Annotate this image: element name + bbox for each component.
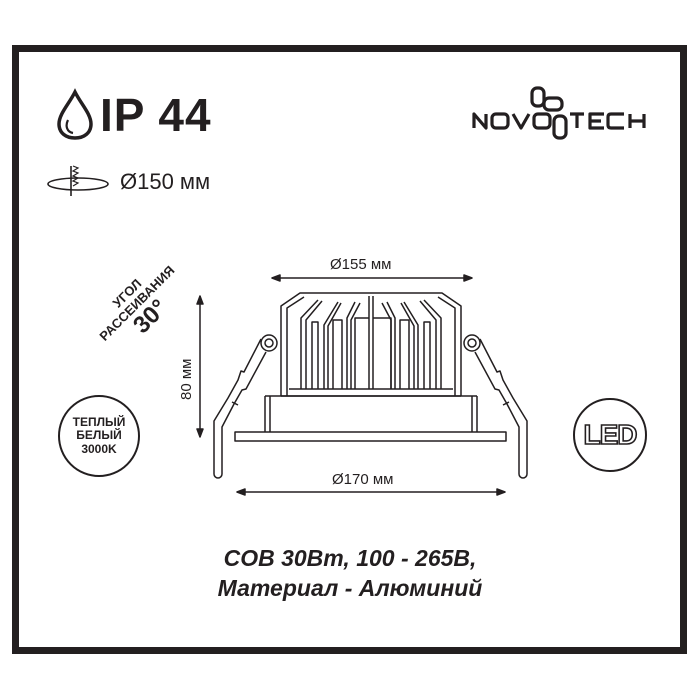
water-drop-icon	[57, 88, 93, 140]
height-label: 80 мм	[178, 358, 195, 400]
spec-power-voltage: COB 30Вт, 100 - 265В,	[223, 545, 477, 571]
led-badge: LED	[573, 398, 647, 472]
ceiling-cutout-icon	[47, 165, 109, 196]
color-temp-line3: 3000K	[81, 441, 117, 456]
top-diameter-label: Ø155 мм	[330, 256, 392, 273]
spec-sheet-frame	[12, 45, 687, 654]
color-temp-line2: БЕЛЫЙ	[76, 428, 122, 443]
novotech-logo	[472, 86, 646, 140]
ip-rating-title: IP 44	[100, 89, 212, 141]
color-temp-line1: ТЕПЛЫЙ	[72, 415, 126, 430]
cutout-diameter-label: Ø150 мм	[120, 169, 211, 194]
color-temperature-badge: ТЕПЛЫЙ БЕЛЫЙ 3000K	[58, 395, 140, 477]
led-label: LED	[583, 418, 639, 451]
spec-material: Материал - Алюминий	[217, 575, 483, 601]
bottom-diameter-label: Ø170 мм	[332, 471, 394, 488]
